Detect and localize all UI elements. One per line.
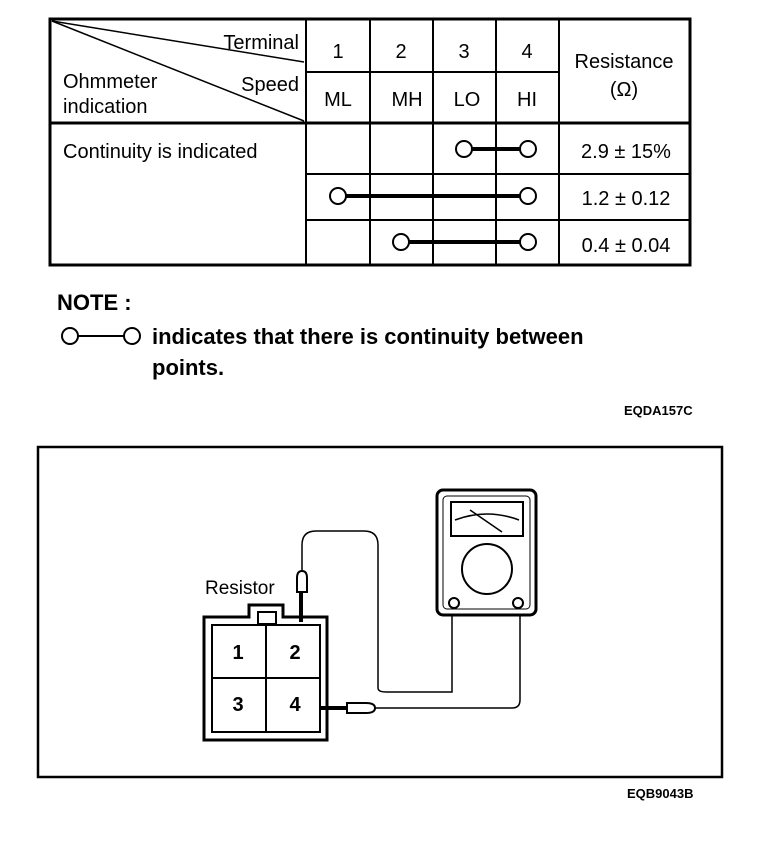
terminal-number: 2 <box>395 41 406 63</box>
resistor-label: Resistor <box>205 578 275 599</box>
speed-label: MH <box>391 89 422 111</box>
note-title: NOTE : <box>57 290 132 315</box>
figure-code-top: EQDA157C <box>624 403 693 418</box>
resistor-connector <box>202 603 329 742</box>
header-resistance-unit: (Ω) <box>610 79 638 101</box>
header-terminal: Terminal <box>223 32 299 54</box>
speed-label: HI <box>517 89 537 111</box>
continuity-point <box>519 187 537 205</box>
note-line-2: points. <box>152 355 225 380</box>
test-lead-wire <box>375 606 521 709</box>
pin-number: 4 <box>289 694 301 716</box>
terminal-number: 3 <box>458 41 469 63</box>
pin-number: 1 <box>232 642 243 664</box>
speed-label: ML <box>324 89 352 111</box>
header-diagonal <box>51 20 305 122</box>
terminal-number: 4 <box>521 41 532 63</box>
continuity-point <box>519 140 537 158</box>
resistance-value: 1.2 ± 0.12 <box>582 188 671 210</box>
speed-label: LO <box>454 89 481 111</box>
resistance-value: 0.4 ± 0.04 <box>582 235 671 257</box>
terminal-number: 1 <box>332 41 343 63</box>
ohmmeter-device <box>435 488 538 617</box>
continuity-point <box>519 233 537 251</box>
diagram-frame <box>36 445 724 779</box>
resistance-value: 2.9 ± 15% <box>581 141 671 163</box>
header-speed: Speed <box>241 74 299 96</box>
continuity-point <box>329 187 347 205</box>
row-label: Continuity is indicated <box>63 141 258 163</box>
header-ohmmeter: Ohmmeter <box>63 71 158 93</box>
header-indication: indication <box>63 96 148 118</box>
header-resistance: Resistance <box>575 51 674 73</box>
continuity-marks <box>329 140 537 251</box>
continuity-point <box>455 140 473 158</box>
header-diagonal <box>51 20 305 63</box>
pin-number: 3 <box>232 694 243 716</box>
figure-code-bottom: EQB9043B <box>627 786 694 801</box>
continuity-symbol <box>61 327 141 345</box>
continuity-point <box>392 233 410 251</box>
test-lead-wire <box>301 530 453 693</box>
note-line-1: indicates that there is continuity betwe… <box>152 324 584 349</box>
pin-number: 2 <box>289 642 300 664</box>
probe-terminal-2 <box>296 569 308 622</box>
